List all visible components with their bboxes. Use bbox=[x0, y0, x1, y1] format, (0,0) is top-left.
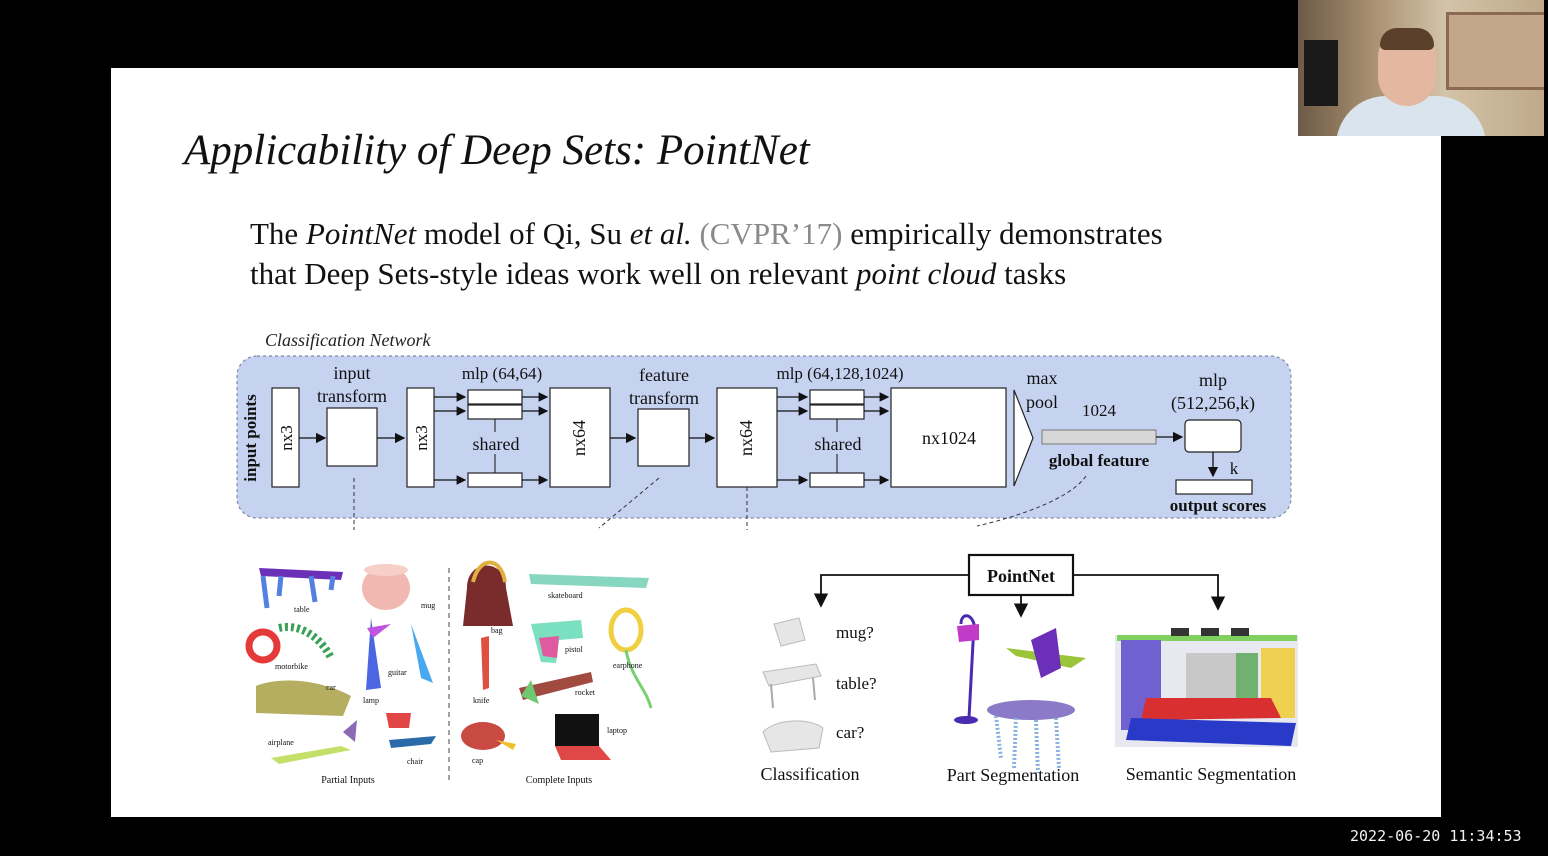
mlp3-label-2: (512,256,k) bbox=[1171, 393, 1255, 414]
nx1024-label: nx1024 bbox=[922, 428, 976, 448]
global-feature-label: global feature bbox=[1049, 451, 1150, 470]
mlp2-cell-1 bbox=[809, 389, 865, 405]
dim-1024-label: 1024 bbox=[1082, 401, 1117, 420]
network-title: Classification Network bbox=[265, 330, 432, 350]
nx3-box-b bbox=[406, 387, 435, 488]
slide-body-text: The PointNet model of Qi, Su et al. (CVP… bbox=[250, 214, 1163, 294]
mlp1-cell-1 bbox=[467, 389, 523, 405]
class-label-car: car? bbox=[836, 723, 864, 742]
mlp3-label-1: mlp bbox=[1199, 370, 1227, 390]
complete-inputs-illustration bbox=[461, 560, 653, 760]
slide-title: Applicability of Deep Sets: PointNet bbox=[184, 127, 810, 174]
maxpool-label-1: max bbox=[1027, 368, 1058, 388]
complete-label-rocket: rocket bbox=[575, 688, 596, 697]
part-segmentation-objects bbox=[954, 614, 1086, 774]
nx64-label-a: nx64 bbox=[569, 420, 589, 456]
semantic-segmentation-room bbox=[1115, 628, 1298, 747]
partial-inputs-illustration bbox=[245, 564, 436, 764]
webcam-monitor bbox=[1304, 40, 1338, 106]
task-part-segmentation: Part Segmentation bbox=[947, 765, 1079, 785]
slide: Applicability of Deep Sets: PointNet The… bbox=[111, 68, 1441, 817]
mlp1-cell-2 bbox=[467, 404, 523, 420]
body-line-2: that Deep Sets-style ideas work well on … bbox=[250, 254, 1163, 294]
feature-transform-label-2: transform bbox=[629, 388, 699, 408]
feature-transform-label-1: feature bbox=[639, 365, 689, 385]
partial-label-chair: chair bbox=[407, 757, 423, 766]
partial-label-motorbike: motorbike bbox=[275, 662, 308, 671]
partial-inputs-caption: Partial Inputs bbox=[321, 775, 375, 786]
nx64-box-b bbox=[716, 387, 778, 488]
input-points-label: input points bbox=[241, 394, 260, 482]
shared2-label: shared bbox=[815, 434, 862, 454]
body-line1-segment: et al. bbox=[629, 216, 692, 251]
body-line1-segment: model of Qi, Su bbox=[416, 216, 630, 251]
pointnet-diagram: Classification Network input points nx3 … bbox=[236, 330, 1298, 786]
complete-label-cap: cap bbox=[472, 756, 483, 765]
body-line2-segment: tasks bbox=[996, 256, 1067, 291]
mlp2-cell-2 bbox=[809, 404, 865, 420]
mlp1-label: mlp (64,64) bbox=[462, 364, 542, 383]
input-transform-label-1: input bbox=[333, 363, 370, 383]
mlp2-cell-3 bbox=[809, 472, 865, 488]
pointnet-box-label: PointNet bbox=[987, 566, 1055, 586]
complete-label-pistol: pistol bbox=[565, 645, 584, 654]
partial-label-car: car bbox=[326, 683, 336, 692]
class-label-mug: mug? bbox=[836, 623, 874, 642]
body-line2-segment: point cloud bbox=[856, 256, 997, 291]
body-line1-segment: empirically demonstrates bbox=[842, 216, 1163, 251]
k-label: k bbox=[1230, 459, 1239, 478]
nx64-label-b: nx64 bbox=[736, 420, 756, 456]
shared1-label: shared bbox=[473, 434, 520, 454]
input-transform-box bbox=[326, 407, 378, 467]
body-line2-segment: that Deep Sets-style ideas work well on … bbox=[250, 256, 857, 291]
webcam-video bbox=[1298, 0, 1544, 136]
output-scores-bar bbox=[1175, 479, 1253, 495]
classification-objects bbox=[762, 617, 824, 753]
global-feature-bar bbox=[1041, 429, 1157, 445]
feature-transform-box bbox=[637, 408, 690, 467]
complete-label-knife: knife bbox=[473, 696, 490, 705]
output-scores-label: output scores bbox=[1170, 496, 1267, 515]
mlp1-cell-3 bbox=[467, 472, 523, 488]
complete-inputs-caption: Complete Inputs bbox=[526, 775, 592, 786]
body-line1-segment: (CVPR’17) bbox=[691, 216, 843, 251]
partial-label-airplane: airplane bbox=[268, 738, 294, 747]
partial-label-lamp: lamp bbox=[363, 696, 379, 705]
nx64-box-a bbox=[549, 387, 611, 488]
webcam-frame bbox=[1446, 12, 1544, 90]
body-line1-segment: The bbox=[250, 216, 306, 251]
complete-label-skateboard: skateboard bbox=[548, 591, 583, 600]
task-semantic-segmentation: Semantic Segmentation bbox=[1126, 764, 1296, 784]
nx3-label-b: nx3 bbox=[412, 425, 431, 451]
partial-label-mug: mug bbox=[421, 601, 435, 610]
nx3-label-a: nx3 bbox=[277, 425, 296, 451]
partial-label-table: table bbox=[294, 605, 310, 614]
input-transform-label-2: transform bbox=[317, 386, 387, 406]
webcam-person-hair bbox=[1380, 28, 1434, 50]
dashed-leaders bbox=[353, 475, 1087, 530]
mlp3-box bbox=[1184, 419, 1242, 453]
class-label-table: table? bbox=[836, 674, 877, 693]
complete-label-bag: bag bbox=[491, 626, 503, 635]
shared1-bg bbox=[469, 432, 521, 454]
maxpool-label-2: pool bbox=[1026, 392, 1058, 412]
pointnet-tree-lines bbox=[813, 574, 1226, 618]
complete-label-earphone: earphone bbox=[613, 661, 643, 670]
partial-label-guitar: guitar bbox=[388, 668, 407, 677]
mlp2-label: mlp (64,128,1024) bbox=[776, 364, 903, 383]
nx1024-box bbox=[890, 387, 1007, 488]
complete-label-laptop: laptop bbox=[607, 726, 627, 735]
body-line1-segment: PointNet bbox=[305, 216, 417, 251]
recording-timestamp: 2022-06-20 11:34:53 bbox=[1350, 827, 1522, 845]
body-line-1: The PointNet model of Qi, Su et al. (CVP… bbox=[250, 214, 1163, 254]
shared2-bg bbox=[811, 432, 863, 454]
task-classification: Classification bbox=[761, 764, 860, 784]
maxpool-shape bbox=[1013, 389, 1034, 487]
